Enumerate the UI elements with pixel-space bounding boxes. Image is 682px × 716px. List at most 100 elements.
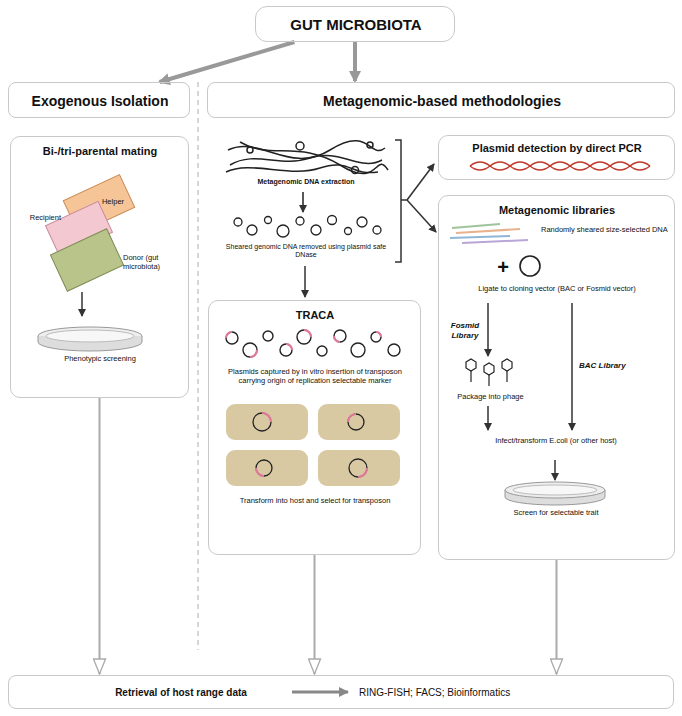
host-cells xyxy=(226,404,400,486)
bracket-arrows xyxy=(305,140,436,297)
node-text: Plasmid detection by direct PCR xyxy=(443,142,671,155)
outcome-arrow xyxy=(314,555,316,674)
captured-plasmids xyxy=(250,350,257,357)
text-slot: TRACA xyxy=(213,309,417,322)
plasmid-circles xyxy=(345,228,352,235)
method-panel: TRACAPlasmids captured by in vitro inser… xyxy=(208,300,421,555)
library-arrows xyxy=(571,303,573,430)
plasmid-circles xyxy=(234,216,381,238)
phage-icons xyxy=(488,375,489,386)
host-cells xyxy=(226,450,308,486)
petri-dish xyxy=(505,482,605,505)
plasmid-circles xyxy=(265,217,272,224)
mating-cells xyxy=(46,330,134,342)
text-slot: Infect/transform E.coli (or other host) xyxy=(471,436,641,445)
captured-plasmids xyxy=(351,343,365,357)
text-slot: Retrieval of host range data xyxy=(71,687,291,699)
host-cells xyxy=(256,413,367,477)
text-slot: Metagenomic libraries xyxy=(443,204,671,217)
host-cells xyxy=(348,414,364,430)
text-slot: Screen for selectable trait xyxy=(471,508,641,517)
captured-plasmids xyxy=(376,332,381,337)
dna-tangle xyxy=(226,141,388,212)
dna-fragments xyxy=(452,224,500,228)
bracket-arrows xyxy=(395,140,401,262)
plasmid-circles xyxy=(373,226,381,234)
plasmid-circles xyxy=(247,225,257,235)
text-slot: Exogenous Isolation xyxy=(9,83,191,119)
host-cells xyxy=(318,450,400,486)
host-cells xyxy=(253,413,367,477)
captured-plasmids xyxy=(226,330,381,357)
outcome-arrow xyxy=(99,398,101,674)
text-slot: Transform into host and select for trans… xyxy=(217,496,413,505)
captured-plasmids xyxy=(297,330,311,344)
text-slot: Metagenomic DNA extraction xyxy=(220,178,392,186)
dna-tangle xyxy=(367,142,373,148)
text-slot: Ligate to cloning vector (BAC or Fosmid … xyxy=(447,284,667,293)
node-text: Package into phage xyxy=(443,392,538,401)
phage-icons xyxy=(506,371,507,382)
dna-tangle xyxy=(352,167,359,174)
bracket-arrows xyxy=(401,199,407,201)
host-cells xyxy=(262,413,271,422)
node-text: + xyxy=(491,255,515,279)
captured-plasmids xyxy=(334,330,346,342)
method-panel: Metagenomic librariesRandomly sheared si… xyxy=(438,195,675,560)
captured-plasmids xyxy=(280,344,292,356)
text-slot: Recipient xyxy=(15,213,61,222)
captured-plasmids xyxy=(226,332,238,344)
dna-fragments xyxy=(462,240,528,243)
bracket-arrows xyxy=(304,266,306,297)
bracket-arrows xyxy=(407,164,434,200)
outcome-arrow xyxy=(556,560,558,674)
method-panel: Bi-/tri-parental matingRecipient HelperDo… xyxy=(10,136,189,398)
captured-plasmids xyxy=(317,346,327,356)
node-text: TRACA xyxy=(213,309,417,322)
plasmid-circles xyxy=(357,217,367,227)
phage-icons xyxy=(470,371,471,382)
flow-arrow xyxy=(160,42,295,82)
dna-fragments xyxy=(456,229,520,233)
host-cells xyxy=(256,460,272,476)
host-cells xyxy=(318,404,400,440)
mating-cells xyxy=(81,292,83,316)
result-box: Retrieval of host range data RING-FISH; F… xyxy=(8,675,674,709)
dna-helix xyxy=(470,162,650,170)
library-arrows xyxy=(488,303,572,480)
top-box: GUT MICROBIOTA xyxy=(255,6,455,42)
captured-plasmids xyxy=(304,330,311,337)
plasmid-circles xyxy=(296,217,304,225)
phage-icons xyxy=(484,363,494,375)
node-text: Recipient xyxy=(15,213,61,222)
node-text: RING-FISH; FACS; Bioinformatics xyxy=(359,687,659,699)
captured-plasmids xyxy=(388,344,400,356)
text-slot: Package into phage xyxy=(443,392,538,401)
step-label: Metagenomic DNA extraction xyxy=(220,178,392,186)
node-text: Transform into host and select for trans… xyxy=(217,496,413,505)
captured-plasmids xyxy=(226,330,400,357)
node-text: Screen for selectable trait xyxy=(471,508,641,517)
dna-tangle xyxy=(228,141,385,159)
text-slot: Sheared genomic DNA removed using plasmi… xyxy=(220,243,392,260)
host-cells xyxy=(348,414,356,422)
text-slot: + xyxy=(491,255,515,279)
dna-tangle xyxy=(296,142,304,150)
bracket-arrows xyxy=(407,200,436,232)
node-text: Helper xyxy=(93,197,133,206)
phage-icons xyxy=(466,359,476,371)
node-text: Donor (gut microbiota) xyxy=(123,253,185,271)
plasmid-circles xyxy=(234,218,242,226)
text-slot: Phenotypic screening xyxy=(15,354,185,363)
phage-icons xyxy=(466,359,512,386)
host-cells xyxy=(226,404,308,440)
node-text: Metagenomic libraries xyxy=(443,204,671,217)
node-text: Bi-/tri-parental mating xyxy=(15,145,185,158)
text-slot: Fosmid Library xyxy=(443,321,487,340)
dna-tangle xyxy=(302,192,304,212)
dna-helix xyxy=(470,162,650,170)
text-slot: RING-FISH; FACS; Bioinformatics xyxy=(359,687,659,699)
node-text: GUT MICROBIOTA xyxy=(290,16,421,34)
text-slot: Randomly sheared size-selected DNA xyxy=(541,225,669,234)
